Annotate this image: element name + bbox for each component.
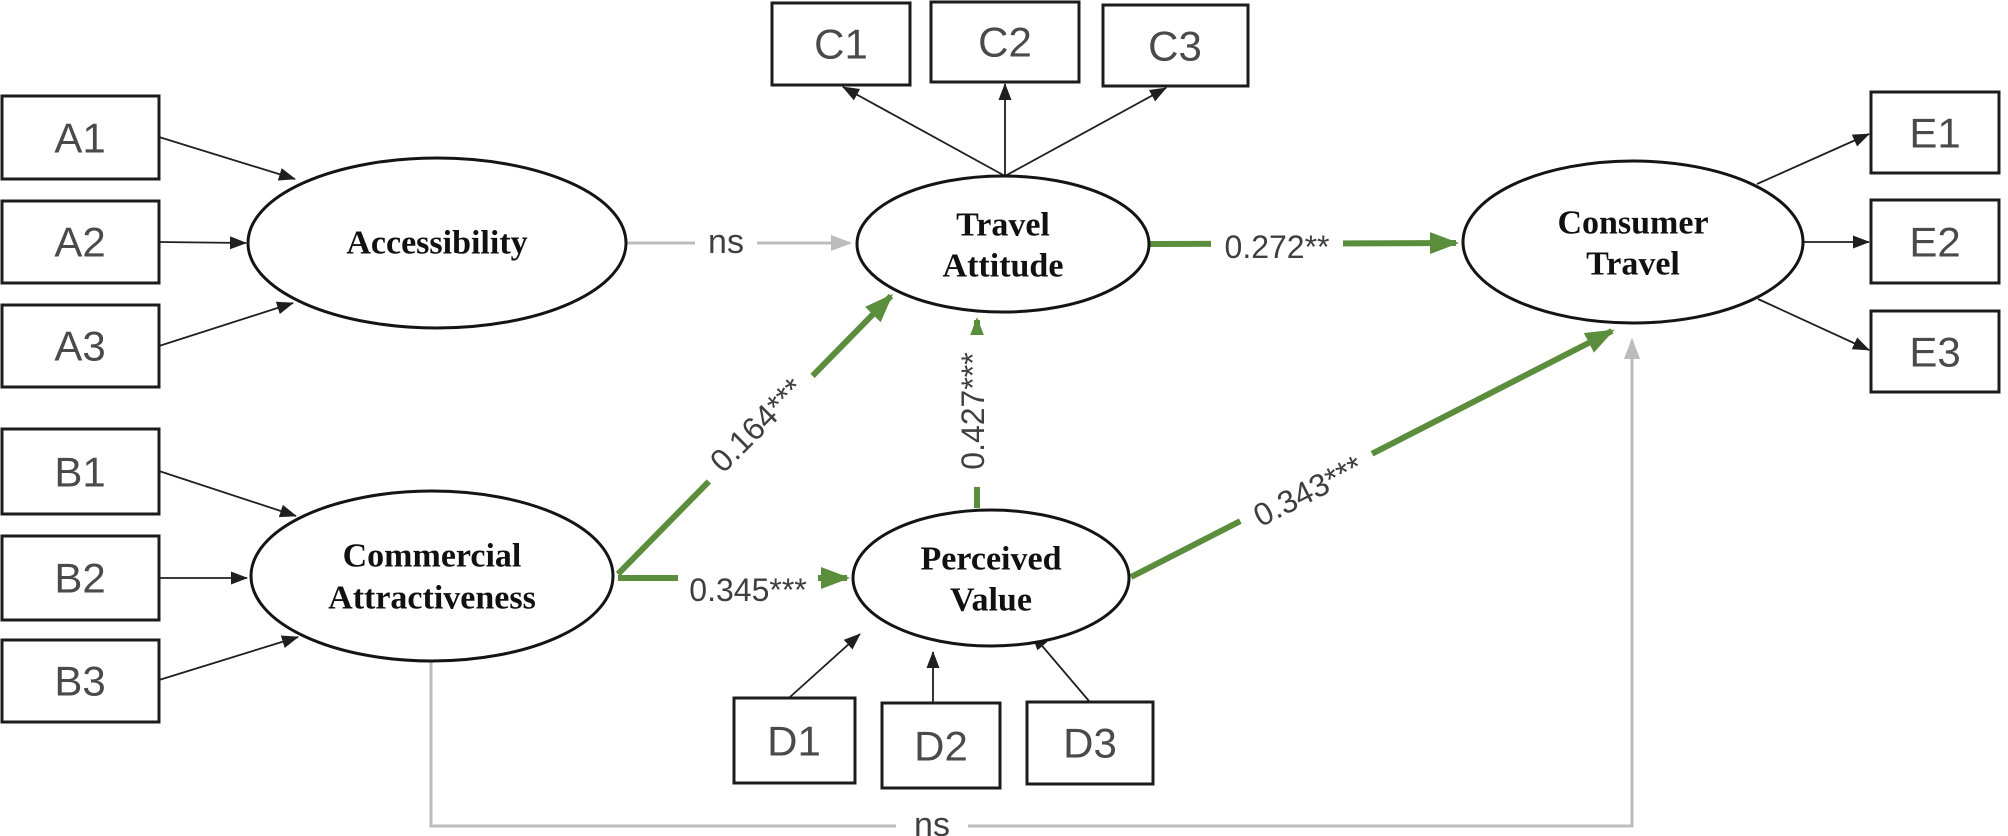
c2-box	[929, 0, 1081, 84]
indicator-a1: A1	[0, 94, 161, 181]
coef-bg	[1211, 227, 1343, 267]
arrow-travel-attitude-c1	[842, 86, 1006, 177]
consumer-travel-ellipse	[1461, 159, 1805, 325]
e3-box	[1869, 309, 2001, 394]
coef-commercial-to-attitude: 0.164***	[689, 357, 825, 493]
consumer-travel-label-line1: Consumer	[1557, 205, 1708, 242]
coef-commercial-to-value-text: 0.345***	[689, 572, 806, 608]
a3-box	[0, 303, 161, 389]
e2-label: E2	[1909, 219, 1960, 266]
indicator-c3: C3	[1101, 3, 1250, 88]
c3-box	[1101, 3, 1250, 88]
coef-bg	[1232, 438, 1384, 544]
b3-box	[0, 638, 161, 724]
indicator-d1: D1	[732, 696, 857, 785]
node-travel-attitude: Travel Attitude	[855, 174, 1151, 314]
indicator-d2: D2	[880, 701, 1002, 790]
commercial-attractiveness-label-line1: Commercial	[343, 538, 522, 575]
indicator-c1: C1	[770, 1, 912, 87]
b1-label: B1	[54, 449, 105, 496]
d2-label: D2	[914, 723, 968, 770]
b1-box	[0, 427, 161, 516]
perceived-value-label-line2: Value	[950, 582, 1032, 619]
indicator-e3: E3	[1869, 309, 2001, 394]
arrow-a3-accessibility	[158, 301, 294, 347]
coef-commercial-to-attitude-text: 0.164***	[703, 371, 811, 479]
travel-attitude-label-line1: Travel	[956, 207, 1050, 244]
coef-bg	[689, 357, 825, 493]
b3-label: B3	[54, 658, 105, 705]
travel-attitude-label-line2: Attitude	[943, 248, 1064, 285]
node-perceived-value: Perceived Value	[851, 508, 1131, 648]
arrow-b3-commercial	[158, 635, 299, 681]
travel-attitude-ellipse	[855, 174, 1151, 314]
accessibility-ellipse	[246, 156, 628, 330]
indicator-a2: A2	[0, 199, 161, 285]
c1-box	[770, 1, 912, 87]
arrow-d3-perceived-value	[1031, 633, 1090, 702]
perceived-value-label-line1: Perceived	[921, 541, 1062, 578]
d2-box	[880, 701, 1002, 790]
label-ns-top-text: ns	[708, 223, 744, 261]
arrow-b1-commercial	[158, 470, 297, 518]
indicator-b3: B3	[0, 638, 161, 724]
node-consumer-travel: Consumer Travel	[1461, 159, 1805, 325]
label-ns-bottom: ns	[896, 803, 968, 836]
path-commercial-to-consumer-travel	[429, 338, 1640, 828]
e3-label: E3	[1909, 329, 1960, 376]
b2-box	[0, 534, 161, 622]
coef-value-to-consumer: 0.343***	[1232, 438, 1384, 544]
b2-label: B2	[54, 555, 105, 602]
d1-box	[732, 696, 857, 785]
label-ns-bottom-text: ns	[914, 806, 950, 836]
indicator-d3: D3	[1025, 700, 1155, 786]
arrow-travel-attitude-c3	[1004, 87, 1167, 177]
ns-bg	[896, 803, 968, 836]
commercial-attractiveness-label-line2: Attractiveness	[328, 580, 536, 617]
indicator-b1: B1	[0, 427, 161, 516]
ns-bg	[695, 221, 757, 263]
a1-label: A1	[54, 115, 105, 162]
commercial-attractiveness-ellipse	[249, 489, 615, 663]
node-commercial-attractiveness: Commercial Attractiveness	[249, 489, 615, 663]
indicator-b2: B2	[0, 534, 161, 622]
indicator-a3: A3	[0, 303, 161, 389]
a2-label: A2	[54, 219, 105, 266]
c3-label: C3	[1148, 23, 1202, 70]
a2-box	[0, 199, 161, 285]
node-accessibility: Accessibility	[246, 156, 628, 330]
coef-attitude-to-consumer-text: 0.272**	[1225, 229, 1330, 265]
a3-label: A3	[54, 323, 105, 370]
arrow-a2-accessibility	[158, 236, 247, 250]
coef-value-to-attitude-text: 0.427***	[955, 352, 991, 469]
label-ns-top: ns	[695, 221, 757, 263]
arrow-consumer-travel-e3	[1757, 298, 1870, 351]
accessibility-label: Accessibility	[346, 225, 527, 262]
coef-bg	[678, 570, 818, 610]
d3-label: D3	[1063, 720, 1117, 767]
coef-value-to-attitude: 0.427***	[952, 335, 994, 487]
e2-box	[1869, 198, 2001, 285]
d1-label: D1	[767, 718, 821, 765]
indicator-c2: C2	[929, 0, 1081, 84]
a1-box	[0, 94, 161, 181]
coef-commercial-to-value: 0.345***	[678, 570, 818, 610]
coef-bg	[952, 335, 994, 487]
arrow-consumer-travel-e1	[1756, 133, 1870, 185]
indicator-e1: E1	[1869, 90, 2001, 175]
c2-label: C2	[978, 19, 1032, 66]
consumer-travel-label-line2: Travel	[1586, 246, 1680, 283]
indicator-e2: E2	[1869, 198, 2001, 285]
perceived-value-ellipse	[851, 508, 1131, 648]
c1-label: C1	[814, 21, 868, 68]
e1-box	[1869, 90, 2001, 175]
arrow-a1-accessibility	[158, 136, 296, 181]
arrow-d1-perceived-value	[789, 633, 861, 698]
d3-box	[1025, 700, 1155, 786]
coef-attitude-to-consumer: 0.272**	[1211, 227, 1343, 267]
e1-label: E1	[1909, 110, 1960, 157]
